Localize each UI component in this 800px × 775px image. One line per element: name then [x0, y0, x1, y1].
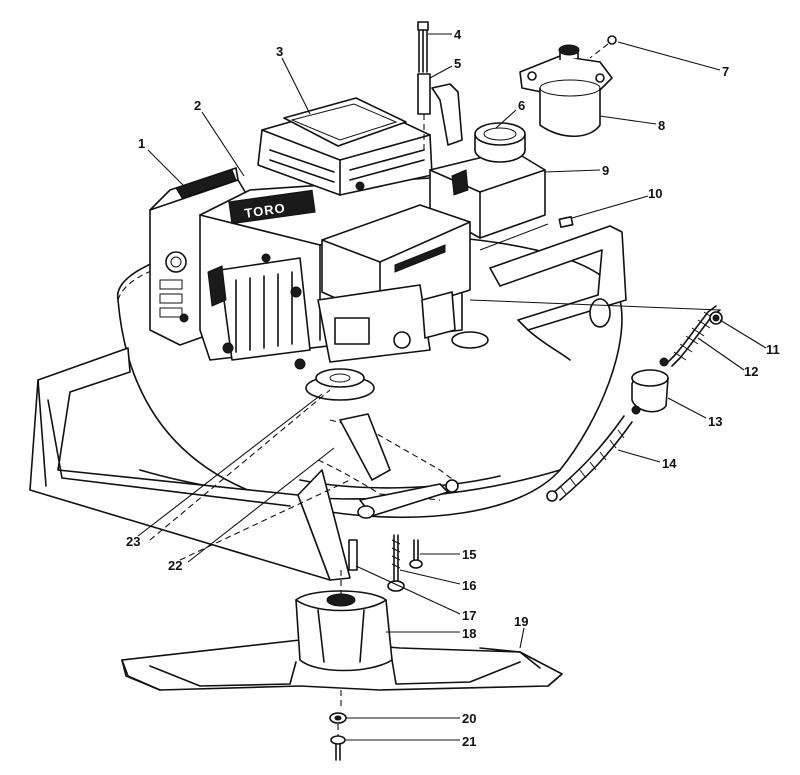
- engine: TORO: [149, 97, 546, 401]
- callout-5: 5: [454, 56, 461, 71]
- callout-17: 17: [462, 608, 476, 623]
- callout-14: 14: [662, 456, 677, 471]
- blade-assembly: [121, 570, 563, 710]
- callout-21: 21: [462, 734, 476, 749]
- ignition-module: [519, 35, 617, 137]
- callout-numbers: 1 2 3 4 5 6 7 8 9 10 11 12 13 14 15 16 1…: [126, 27, 780, 749]
- wire-clip: [479, 216, 574, 251]
- callout-18: 18: [462, 626, 476, 641]
- callout-11: 11: [766, 342, 780, 357]
- callout-7: 7: [722, 64, 729, 79]
- callout-12: 12: [744, 364, 758, 379]
- callout-2: 2: [194, 98, 201, 113]
- callout-10: 10: [648, 186, 662, 201]
- callout-6: 6: [518, 98, 525, 113]
- callout-16: 16: [462, 578, 476, 593]
- brand-label: TORO: [244, 200, 287, 221]
- blade-bolt-and-washer: [329, 712, 347, 761]
- callout-8: 8: [658, 118, 665, 133]
- callout-19: 19: [514, 614, 528, 629]
- callout-23: 23: [126, 534, 140, 549]
- leader-lines: [137, 33, 767, 741]
- fuel-line-assembly: [546, 305, 723, 502]
- callout-13: 13: [708, 414, 722, 429]
- callout-9: 9: [602, 163, 609, 178]
- head-bolt-and-spacer: [417, 21, 463, 150]
- callout-22: 22: [168, 558, 182, 573]
- callout-1: 1: [138, 136, 145, 151]
- callout-3: 3: [276, 44, 283, 59]
- callout-15: 15: [462, 547, 476, 562]
- blade-mount-fasteners: [348, 534, 423, 592]
- callout-20: 20: [462, 711, 476, 726]
- callout-4: 4: [454, 27, 462, 42]
- front-bumper: [29, 347, 351, 581]
